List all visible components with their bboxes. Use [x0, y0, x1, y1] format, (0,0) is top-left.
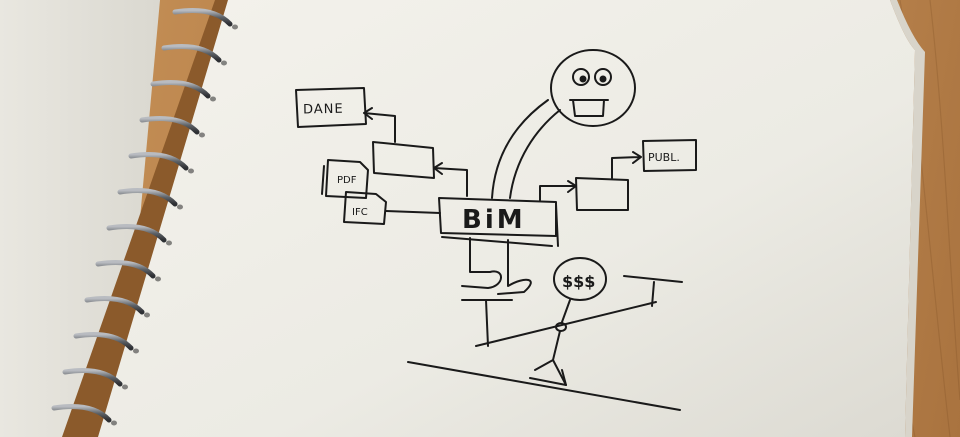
money-figure-body	[561, 299, 571, 323]
arrow-to-left-box	[433, 162, 468, 197]
right-page	[98, 0, 915, 437]
spiral-holes	[111, 24, 238, 426]
money-head	[553, 257, 607, 301]
seesaw-plank	[475, 301, 657, 347]
label-ifc: IFC	[352, 207, 368, 218]
figure-head	[550, 49, 636, 127]
link-ifc-bim	[385, 210, 441, 214]
pdf-document	[325, 159, 369, 199]
bim-box	[438, 197, 557, 237]
spiral-binding	[51, 8, 233, 423]
label-publ: PUBL.	[648, 151, 680, 164]
dane-box	[295, 87, 367, 128]
left-data-box	[372, 141, 435, 179]
arrow-to-dane	[363, 107, 396, 143]
mouth	[569, 99, 609, 117]
ifc-document	[343, 191, 387, 225]
label-money: $$$	[562, 272, 595, 291]
label-bim: BiM	[462, 205, 526, 235]
label-pdf: PDF	[337, 175, 357, 186]
right-eye	[594, 68, 612, 86]
page-shadow-edge	[890, 0, 925, 437]
figure-neck	[491, 99, 549, 199]
ink-sketch	[295, 49, 697, 411]
arrow-to-publ	[611, 151, 642, 179]
ground-line	[407, 361, 681, 411]
figure-legs	[461, 237, 502, 289]
sketch-labels: DANE PDF IFC BiM PUBL. $$$	[303, 102, 680, 291]
right-data-box	[575, 177, 629, 211]
label-dane: DANE	[303, 102, 344, 118]
publ-box	[642, 139, 697, 172]
left-eye	[572, 68, 590, 86]
